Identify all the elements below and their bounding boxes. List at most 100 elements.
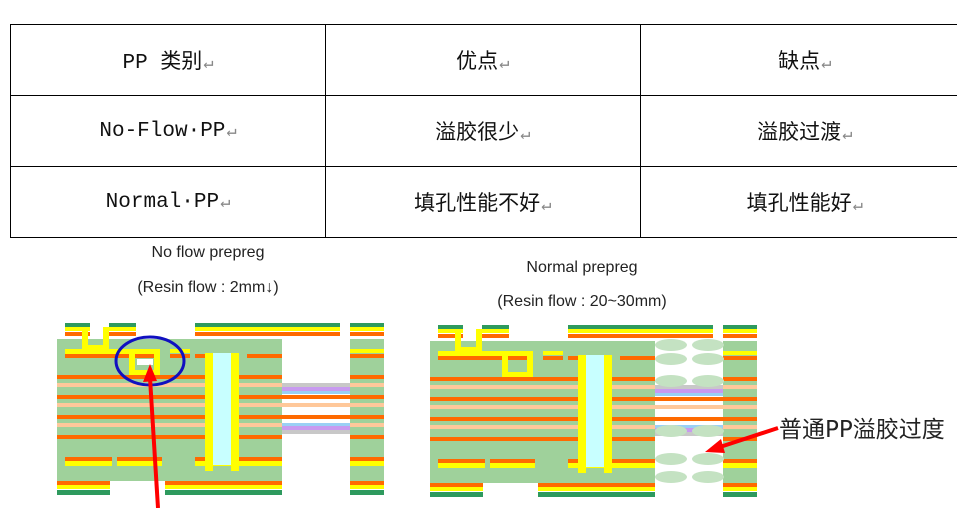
copper-layer (438, 334, 463, 338)
blind-via-plating (476, 329, 482, 351)
plating-layer (438, 463, 485, 468)
solder-mask (165, 490, 282, 495)
blind-via-plating (103, 327, 109, 349)
resin-overflow (692, 471, 724, 483)
copper-layer (195, 332, 340, 336)
solder-mask (723, 325, 757, 329)
buried-via-plating (502, 351, 508, 377)
prepreg-layer (350, 423, 384, 427)
prepreg-layer (430, 385, 655, 389)
copper-layer (723, 459, 757, 463)
copper-layer (65, 354, 155, 358)
prepreg-layer (655, 405, 757, 409)
plating-layer (350, 349, 384, 353)
coverlay (282, 430, 350, 434)
flex-core (282, 423, 350, 426)
resin-overflow-annotation: 普通PP溢胶过度 (779, 417, 945, 443)
copper-layer (723, 483, 757, 487)
cell-text: Normal·PP (105, 190, 220, 214)
prepreg-layer (723, 425, 757, 429)
copper-layer (57, 375, 282, 379)
table-header-row: PP 类别↵ 优点↵ 缺点↵ (9, 24, 957, 96)
copper-layer (350, 354, 384, 358)
copper-layer (350, 375, 384, 379)
copper-layer (170, 354, 190, 358)
resin-overflow (655, 353, 687, 365)
prepreg-layer (430, 405, 655, 409)
copper-layer (109, 332, 136, 336)
copper-layer (490, 459, 535, 463)
copper-layer (57, 481, 110, 485)
copper-layer (430, 483, 483, 487)
copper-layer (655, 397, 757, 401)
return-mark: ↵ (203, 55, 214, 74)
coverlay (655, 385, 723, 389)
resin-overflow (692, 375, 724, 387)
adhesive (282, 426, 350, 430)
plating-layer (438, 351, 528, 356)
resin-overflow (692, 339, 724, 351)
solder-mask (568, 325, 713, 329)
left-figure-subtitle: (Resin flow : 2mm↓) (137, 279, 279, 296)
prepreg-layer (282, 403, 384, 407)
copper-layer (723, 377, 757, 381)
adhesive (282, 387, 350, 391)
cell-text: 溢胶过渡 (757, 123, 842, 146)
prepreg-layer (350, 383, 384, 387)
buried-via-plating (129, 349, 135, 375)
flex-core (282, 391, 350, 394)
through-via-plating (205, 353, 213, 471)
return-mark: ↵ (842, 126, 853, 145)
copper-layer (117, 457, 162, 461)
red-arrow-head (143, 364, 157, 382)
flex-core (655, 393, 723, 396)
cell-text: No-Flow·PP (99, 119, 226, 143)
buried-via-plating (527, 351, 533, 377)
cell-text: 溢胶很少 (435, 123, 520, 146)
solder-mask (430, 492, 483, 497)
copper-layer (165, 481, 282, 485)
plating-layer (723, 329, 757, 333)
plating-layer (490, 463, 535, 468)
header-cell: 缺点↵ (639, 24, 957, 96)
flex-core (655, 425, 723, 428)
copper-layer (195, 354, 207, 358)
copper-layer (350, 332, 384, 336)
through-via-fill (586, 355, 604, 467)
solder-mask (482, 325, 509, 329)
solder-mask (350, 490, 384, 495)
copper-layer (57, 395, 282, 399)
pp-comparison-table: PP 类别↵ 优点↵ 缺点↵ No-Flow·PP↵ 溢胶很少↵ 溢胶过渡↵ N… (9, 24, 957, 238)
table-cell: 填孔性能好↵ (639, 166, 957, 238)
copper-layer (57, 415, 282, 419)
red-arrow (148, 377, 160, 508)
through-via-plating (604, 355, 612, 473)
copper-layer (482, 334, 509, 338)
copper-layer (430, 377, 655, 381)
red-arrow-head (705, 439, 725, 453)
adhesive (655, 389, 723, 393)
prepreg-layer (57, 423, 282, 427)
adhesive (655, 428, 723, 432)
copper-layer (282, 395, 384, 399)
copper-layer (538, 483, 655, 487)
table-row: No-Flow·PP↵ 溢胶很少↵ 溢胶过渡↵ (9, 95, 957, 167)
plating-layer (195, 327, 340, 331)
coverlay (282, 383, 350, 387)
return-mark: ↵ (821, 55, 832, 74)
copper-layer (350, 481, 384, 485)
coverlay (655, 432, 723, 436)
solder-mask (538, 492, 655, 497)
table-cell: 溢胶很少↵ (325, 95, 641, 167)
copper-layer (438, 459, 485, 463)
cell-text: 填孔性能不好 (414, 194, 541, 217)
plating-layer (109, 327, 136, 331)
plating-layer (538, 487, 655, 491)
copper-layer (620, 356, 655, 360)
copper-layer (282, 415, 384, 419)
prepreg-layer (57, 383, 282, 387)
blind-via-plating (82, 345, 109, 350)
resin-overflow (655, 453, 687, 465)
solder-mask (723, 492, 757, 497)
